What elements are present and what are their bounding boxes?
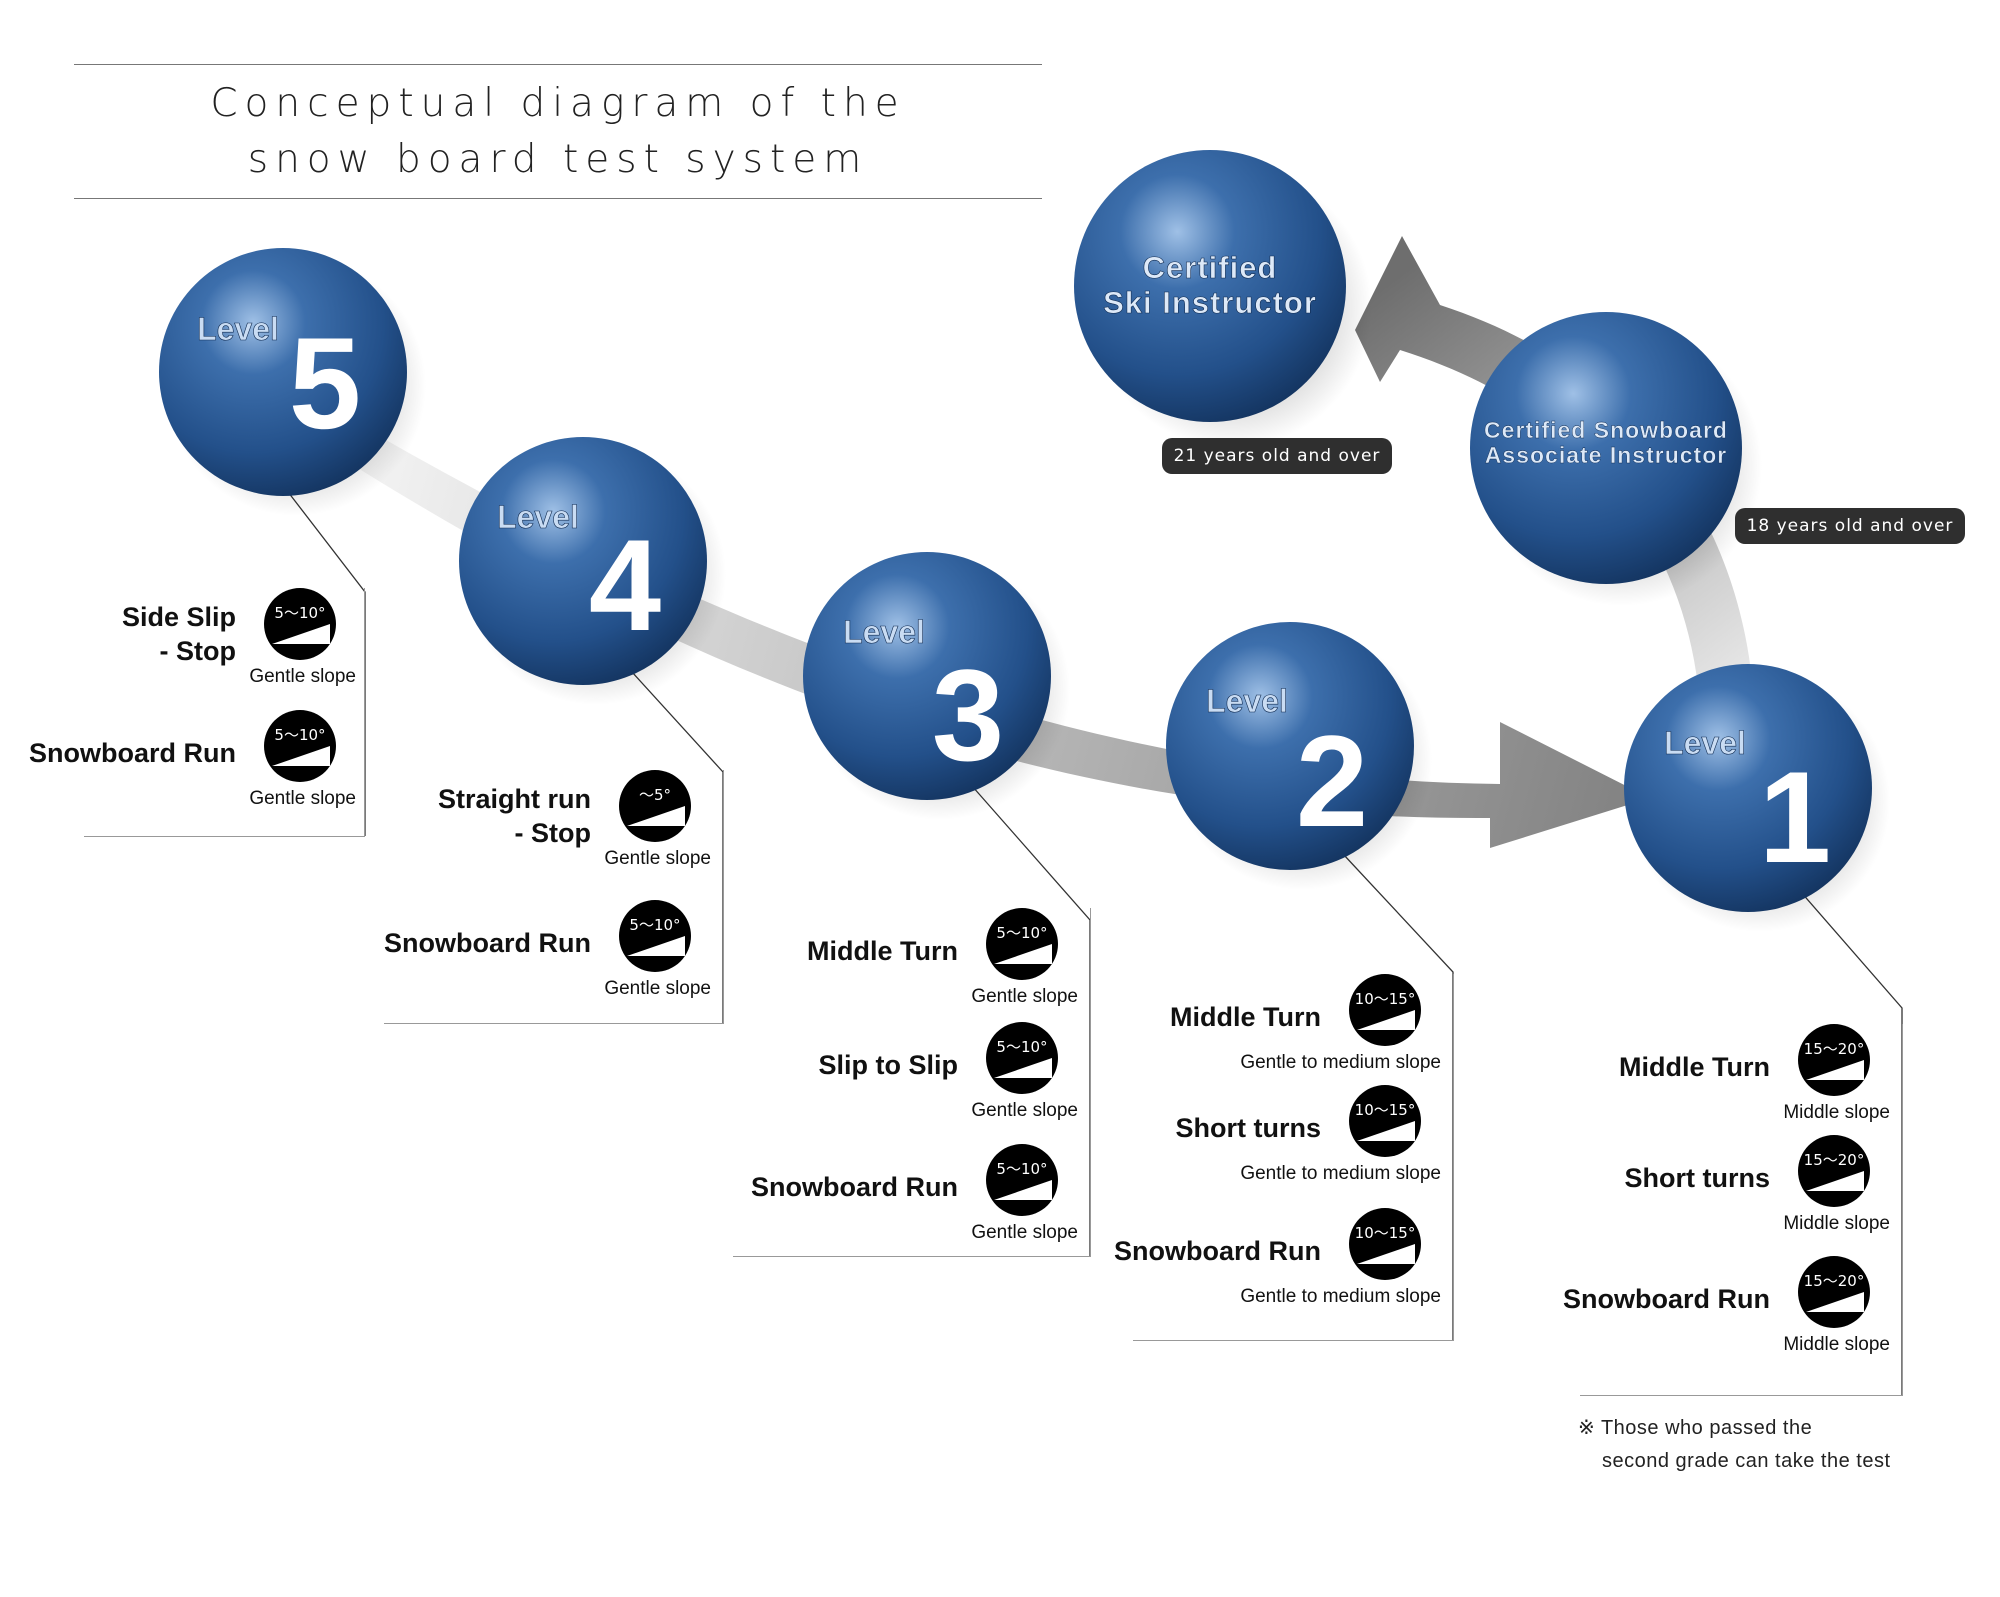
item-label: Snowboard Run [1114,1236,1321,1266]
level-5-number: 5 [289,310,361,456]
slope-caption: Middle slope [1783,1334,1890,1355]
level-1-word: Level [1664,725,1746,761]
diagram-title-line2: snow board test system [247,137,869,182]
slope-angle-icon: 15〜20° [1798,1024,1870,1096]
level-5-ball [159,248,407,496]
level-2-word: Level [1206,683,1288,719]
ski-instructor-line2: Ski Instructor [1103,285,1317,320]
slope-caption: Gentle slope [249,788,356,809]
level-5-word: Level [197,311,279,347]
slope-caption: Gentle slope [604,978,711,999]
certified-snowboard-instructor-sphere: Certified Snowboard Associate Instructor [1470,312,1742,584]
list-item: Snowboard Run 5〜10° Gentle slope [748,1144,1078,1254]
snowboard-instructor-ball [1470,312,1742,584]
snowboard-instructor-line1: Certified Snowboard [1484,417,1728,443]
slope-caption: Gentle to medium slope [1240,1052,1441,1073]
up-arrow [1355,236,1752,686]
certified-ski-instructor-sphere: Certified Ski Instructor [1074,150,1346,422]
slope-caption: Gentle to medium slope [1240,1163,1441,1184]
main-arrow [345,425,1650,848]
level-3-sphere: Level 3 [803,552,1051,800]
slope-angle-icon: 5〜10° [986,1022,1058,1094]
item-label: Middle Turn [1619,1052,1770,1082]
level-3-word: Level [843,614,925,650]
item-label: Straight run- Stop [438,784,591,848]
list-item: Middle Turn 5〜10° Gentle slope [748,908,1078,1018]
level-3-ball [803,552,1051,800]
list-item: Straight run- Stop 〜5° Gentle slope [381,770,711,880]
item-label: Side Slip- Stop [121,602,236,666]
level-2-panel: Middle Turn 10〜15° Gentle to medium slop… [1114,974,1454,1341]
list-item: Snowboard Run 15〜20° Middle slope [1560,1256,1890,1366]
slope-angle-icon: 10〜15° [1349,1208,1421,1280]
level-1-ball [1624,664,1872,912]
level-1-panel: Middle Turn 15〜20° Middle slope Short tu… [1563,1024,1903,1396]
level-3-number: 3 [932,642,1004,788]
slope-angle-icon: 5〜10° [619,900,691,972]
diagram-title-line1: Conceptual diagram of the [210,81,906,126]
footnote-line2: second grade can take the test [1602,1450,1891,1472]
slope-caption: Gentle to medium slope [1240,1286,1441,1307]
level-1-sphere: Level 1 [1624,664,1872,912]
list-item: Snowboard Run 10〜15° Gentle to medium sl… [1111,1208,1441,1318]
level-5-sphere: Level 5 [159,248,407,496]
slope-angle-icon: 10〜15° [1349,974,1421,1046]
slope-caption: Gentle slope [604,848,711,869]
level-4-sphere: Level 4 [459,437,707,685]
item-label: Short turns [1624,1163,1771,1193]
slope-caption: Gentle slope [249,666,356,687]
slope-caption: Gentle slope [971,1222,1078,1243]
item-label: Snowboard Run [384,928,591,958]
footnote-line1: ※ Those who passed the [1578,1417,1813,1439]
snowboard-instructor-line2: Associate Instructor [1485,442,1727,468]
level-4-number: 4 [589,512,661,658]
item-label: Snowboard Run [1563,1284,1770,1314]
list-item: Short turns 10〜15° Gentle to medium slop… [1111,1085,1441,1195]
list-item: Snowboard Run 5〜10° Gentle slope [381,900,711,1010]
level-4-panel: Straight run- Stop 〜5° Gentle slope Snow… [384,770,724,1024]
slope-angle-icon: 5〜10° [986,1144,1058,1216]
slope-caption: Gentle slope [971,986,1078,1007]
item-label: Snowboard Run [29,738,236,768]
item-label: Short turns [1175,1113,1322,1143]
list-item: Short turns 15〜20° Middle slope [1560,1135,1890,1245]
list-item: Snowboard Run 5〜10° Gentle slope [26,710,356,820]
title-rule-top [74,64,1042,65]
slope-angle-icon: 15〜20° [1798,1135,1870,1207]
list-item: Side Slip- Stop 5〜10° Gentle slope [26,588,356,698]
slope-angle-icon: 5〜10° [986,908,1058,980]
item-label: Snowboard Run [751,1172,958,1202]
age-badge-21: 21 years old and over [1162,438,1392,474]
ski-instructor-line1: Certified [1143,250,1278,285]
footnote: ※ Those who passed the second grade can … [1578,1412,1891,1478]
level-5-panel: Side Slip- Stop 5〜10° Gentle slope Snowb… [29,588,365,837]
slope-caption: Middle slope [1783,1102,1890,1123]
level-4-ball [459,437,707,685]
list-item: Middle Turn 15〜20° Middle slope [1560,1024,1890,1134]
level-3-panel: Middle Turn 5〜10° Gentle slope Slip to S… [733,908,1091,1257]
slope-angle-icon: 5〜10° [264,710,336,782]
level-2-number: 2 [1296,708,1368,854]
list-item: Middle Turn 10〜15° Gentle to medium slop… [1111,974,1441,1084]
level-1-number: 1 [1759,744,1831,890]
age-badge-18: 18 years old and over [1735,508,1965,544]
item-label: Middle Turn [1170,1002,1321,1032]
level-4-word: Level [497,499,579,535]
slope-angle-icon: 15〜20° [1798,1256,1870,1328]
slope-angle-icon: 10〜15° [1349,1085,1421,1157]
slope-caption: Middle slope [1783,1213,1890,1234]
slope-angle-icon: 〜5° [619,770,691,842]
level-2-sphere: Level 2 [1166,622,1414,870]
level-2-ball [1166,622,1414,870]
item-label: Slip to Slip [818,1050,959,1080]
item-label: Middle Turn [807,936,958,966]
slope-angle-icon: 5〜10° [264,588,336,660]
ski-instructor-ball [1074,150,1346,422]
slope-caption: Gentle slope [971,1100,1078,1121]
list-item: Slip to Slip 5〜10° Gentle slope [748,1022,1078,1132]
title-rule-bottom [74,198,1042,199]
